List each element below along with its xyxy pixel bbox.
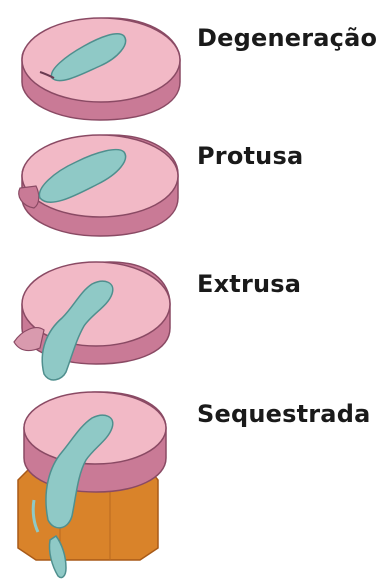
stage-label-protusa: Protusa — [197, 142, 303, 170]
stage-label-sequestrada: Sequestrada — [197, 400, 370, 428]
disc-sequestration-illustration — [18, 392, 166, 578]
stage-label-degeneracao: Degeneração — [197, 24, 377, 52]
disc-degeneration-illustration — [22, 18, 180, 120]
disc-protrusion-illustration — [19, 135, 178, 236]
disc-extrusion-illustration — [14, 262, 170, 380]
stage-label-extrusa: Extrusa — [197, 270, 301, 298]
